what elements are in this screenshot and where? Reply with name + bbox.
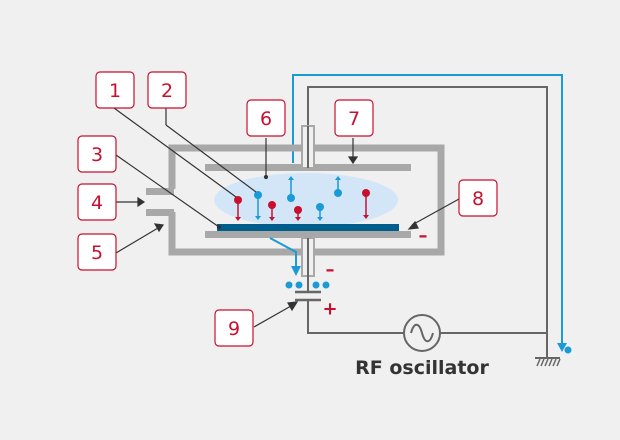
gray-wire-bottom (307, 300, 404, 334)
capacitor-plus-sign: + (322, 299, 337, 320)
svg-text:8: 8 (472, 188, 484, 210)
svg-text:2: 2 (161, 80, 173, 102)
label-5: 5 (77, 233, 117, 271)
blue-wire-arrowhead (557, 343, 567, 352)
svg-text:7: 7 (348, 108, 360, 130)
vacuum-chamber (168, 144, 445, 256)
leader-lines (113, 107, 460, 328)
capacitor-electrons (285, 281, 330, 289)
label-8: 8 (458, 179, 498, 217)
electron (334, 176, 342, 197)
label-9: 9 (214, 309, 254, 347)
substrate (217, 224, 399, 231)
electron (287, 176, 295, 202)
blue-wire (292, 74, 563, 348)
svg-text:3: 3 (91, 144, 103, 166)
label-2: 2 (147, 71, 187, 109)
ions (234, 189, 370, 221)
sine-wave-icon (403, 314, 441, 352)
ion (234, 196, 242, 221)
capacitor-minus-sign: – (326, 260, 335, 281)
electron-path-arrowhead (291, 266, 301, 276)
ground-icon (535, 357, 561, 367)
label-6: 6 (246, 99, 286, 137)
ion (294, 206, 302, 221)
electron (254, 191, 262, 220)
label-3: 3 (77, 135, 117, 173)
svg-text:4: 4 (91, 192, 103, 214)
bottom-electrode (205, 231, 411, 238)
plasma (214, 173, 398, 227)
label-4: 4 (77, 183, 117, 221)
electron-path (269, 237, 297, 268)
oscillator-label: RF oscillator (355, 357, 489, 379)
gas-outlet-pipe (146, 209, 174, 216)
gas-inlet-pipe (146, 188, 174, 195)
electron (316, 203, 324, 221)
ion (362, 189, 370, 219)
svg-text:6: 6 (260, 108, 272, 130)
svg-text:5: 5 (91, 242, 103, 264)
svg-text:9: 9 (228, 318, 240, 340)
svg-text:1: 1 (109, 80, 121, 102)
gray-wire-top (307, 86, 548, 358)
label-1: 1 (95, 71, 135, 109)
target-minus-sign: – (419, 226, 428, 247)
ion (268, 201, 276, 221)
electrons (254, 176, 342, 221)
label-7: 7 (334, 99, 374, 137)
electron-ground (564, 346, 572, 354)
